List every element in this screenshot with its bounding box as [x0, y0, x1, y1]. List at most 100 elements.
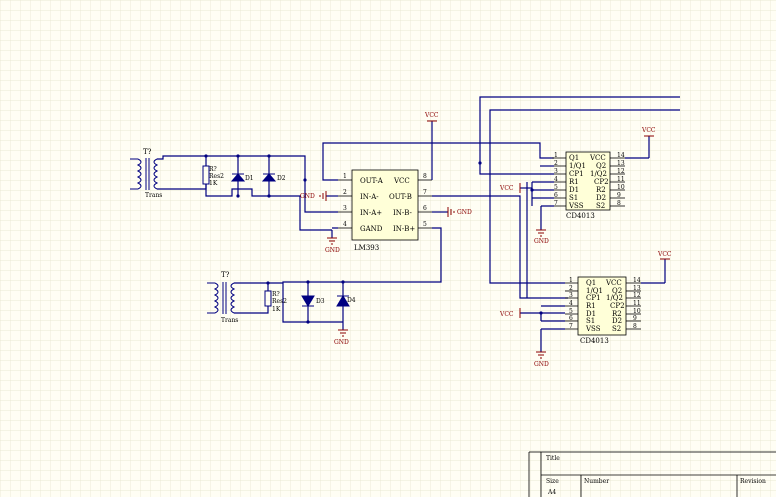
diode-d4[interactable]: D4	[336, 295, 356, 307]
cd4013-2-pin-num: 13	[633, 285, 641, 292]
cd4013-1-pin-name: 1/Q1	[569, 162, 586, 170]
svg-text:GND: GND	[300, 193, 315, 200]
cd4013-2-pin-num: 11	[633, 300, 641, 307]
cd4013-1-pin-num: 10	[617, 184, 625, 191]
lm393-pin-1-name: OUT-A	[360, 177, 384, 185]
cd4013-1-pin-name: Q2	[596, 162, 606, 170]
cd4013-1-pin-name: 1/Q2	[590, 170, 607, 178]
bridge-1-wiring	[157, 155, 332, 231]
cd4013-1-pin-name: D2	[596, 194, 606, 202]
lm393-pin-2-num: 2	[343, 189, 347, 196]
cd4013-1-pin-num: 13	[617, 160, 625, 167]
title-block-size-label: Size	[546, 478, 559, 485]
svg-text:VCC: VCC	[424, 112, 439, 119]
resistor-1-ref: R?	[209, 166, 217, 173]
lm393-pin-2-name: IN-A-	[360, 193, 379, 201]
cd4013-1-pin-name: S2	[596, 202, 605, 210]
cd4013-2-pin-name: D2	[612, 317, 622, 325]
resistor-1-value: Res2	[209, 173, 224, 180]
cd4013-2-pin-name: CP1	[586, 294, 601, 302]
lm393-pin-5-num: 5	[423, 221, 427, 228]
diode-d4-label: D4	[347, 297, 356, 304]
svg-text:VCC: VCC	[499, 185, 514, 192]
svg-text:GND: GND	[325, 247, 340, 254]
cd4013-2-pin-num: 1	[569, 277, 573, 284]
cd4013-1-pin-num: 3	[554, 168, 558, 175]
transformer-2-value: Trans	[221, 317, 238, 324]
gnd-symbol-cd4013-1: GND	[534, 229, 549, 245]
gnd-symbol-lm393-pin6: GND	[447, 207, 472, 217]
transformer-2-ref: T?	[221, 271, 230, 279]
lm393-chip[interactable]: 1 2 3 4 OUT-A IN-A- IN-A+ GAND 8 7 6 5 V…	[338, 169, 432, 252]
cd4013-2-part-name: CD4013	[580, 337, 609, 345]
cd4013-2-pin-name: VSS	[585, 325, 601, 333]
resistor-2-val2: 1K	[272, 306, 281, 313]
cd4013-1-pin-name: VCC	[589, 154, 606, 162]
resistor-2[interactable]: R? Res2 1K	[264, 290, 287, 313]
cd4013-2-pin-num: 8	[633, 323, 637, 330]
resistor-2-ref: R?	[272, 291, 280, 298]
svg-text:VCC: VCC	[499, 311, 514, 318]
transformer-1-value: Trans	[145, 192, 162, 199]
gnd-symbol-cd4013-2: GND	[534, 351, 549, 368]
cd4013-1-pin-num: 4	[554, 176, 558, 183]
svg-text:VCC: VCC	[641, 127, 656, 134]
diode-d2[interactable]: D2	[261, 173, 286, 182]
cd4013-1-pin-num: 8	[617, 200, 621, 207]
cd4013-1-pin-name: D1	[569, 186, 579, 194]
vcc-symbol-cd4013-1-left: VCC	[499, 183, 521, 193]
cd4013-2-pin-num: 3	[569, 292, 573, 299]
svg-text:GND: GND	[334, 339, 349, 346]
lm393-part-name: LM393	[354, 244, 379, 252]
cd4013-1-pin-num: 7	[554, 200, 558, 207]
gnd-symbol-lm393-pin4: GND	[325, 237, 340, 254]
lm393-pin-8-num: 8	[423, 173, 427, 180]
lm393-pin-4-num: 4	[343, 221, 347, 228]
cd4013-1-pin-num: 9	[617, 192, 621, 199]
transformer-2[interactable]: T? Trans	[207, 271, 238, 324]
cd4013-2-pin-name: D1	[586, 310, 596, 318]
title-block-number-label: Number	[584, 478, 609, 485]
diode-d3[interactable]: D3	[301, 295, 325, 307]
cd4013-chip-1[interactable]: 1 2 3 4 5 6 7 Q1 1/Q1 CP1 R1 D1 S1 VSS 1…	[552, 151, 625, 220]
cd4013-2-pin-num: 5	[569, 308, 573, 315]
cd4013-2-pin-name: S2	[612, 325, 621, 333]
lm393-pin-1-num: 1	[343, 173, 347, 180]
resistor-1[interactable]: R? Res2 1K	[202, 165, 224, 187]
cd4013-1-pin-name: Q1	[569, 154, 579, 162]
lm393-pin-5-name: IN-B+	[393, 225, 415, 233]
lm393-pin-4-name: GAND	[360, 225, 383, 233]
transformer-1[interactable]: T? Trans	[130, 148, 162, 199]
cd4013-wiring	[479, 96, 680, 352]
diode-d3-label: D3	[316, 298, 325, 305]
diode-d1[interactable]: D1	[230, 173, 254, 182]
cd4013-2-pin-name: CP2	[610, 302, 625, 310]
cd4013-2-pin-name: 1/Q2	[606, 294, 623, 302]
gnd-symbol-bridge-2: GND	[334, 329, 349, 346]
title-block-title: Title	[546, 455, 560, 462]
cd4013-2-pin-name: Q1	[586, 279, 596, 287]
cd4013-1-pin-num: 2	[554, 160, 558, 167]
transformer-1-ref: T?	[143, 148, 152, 156]
lm393-pin-3-num: 3	[343, 205, 347, 212]
cd4013-2-pin-num: 9	[633, 315, 637, 322]
cd4013-2-pin-num: 4	[569, 300, 573, 307]
cd4013-2-pin-num: 14	[633, 277, 641, 284]
vcc-symbol-lm393: VCC	[424, 112, 439, 122]
cd4013-1-pin-name: VSS	[568, 202, 584, 210]
cd4013-1-pin-name: CP1	[569, 170, 584, 178]
svg-text:VCC: VCC	[657, 251, 672, 258]
lm393-wiring	[282, 121, 568, 330]
cd4013-1-pin-num: 11	[617, 176, 625, 183]
cd4013-1-pin-num: 6	[554, 192, 558, 199]
svg-text:GND: GND	[534, 238, 549, 245]
lm393-pin-7-name: OUT-B	[389, 193, 412, 201]
cd4013-chip-2[interactable]: 1 2 3 4 5 6 7 Q1 1/Q1 CP1 R1 D1 S1 VSS 1…	[565, 276, 641, 345]
title-block-size-value: A4	[547, 489, 556, 496]
svg-text:GND: GND	[534, 361, 549, 368]
cd4013-1-pin-name: R2	[596, 186, 606, 194]
cd4013-2-pin-num: 10	[633, 308, 641, 315]
cd4013-2-pin-name: R2	[612, 310, 622, 318]
